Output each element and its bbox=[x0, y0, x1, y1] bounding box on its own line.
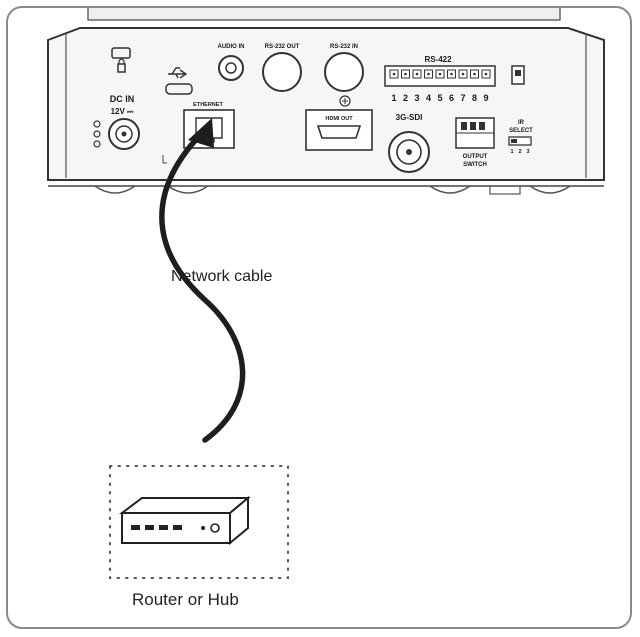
ir-select-label-2: SELECT bbox=[509, 128, 533, 134]
kensington-lock-icon bbox=[111, 47, 131, 73]
rs232-out-label: RS-232 OUT bbox=[265, 44, 300, 50]
dc-polarity-icon bbox=[93, 120, 101, 148]
camera-foot bbox=[529, 185, 571, 194]
ir-select-position-label: 3 bbox=[526, 149, 529, 155]
ethernet-label: ETHERNET bbox=[193, 102, 223, 108]
rs422-pin-label: 4 bbox=[426, 93, 431, 103]
hdmi-out-label: HDMI OUT bbox=[325, 116, 353, 122]
ir-select-position-label: 1 bbox=[510, 149, 513, 155]
network-cable-label: Network cable bbox=[171, 268, 273, 285]
rs422-pin-label: 5 bbox=[437, 93, 442, 103]
rs422-pin-label: 8 bbox=[472, 93, 477, 103]
router-hub-icon bbox=[119, 495, 251, 546]
dc-in-label: DC IN bbox=[110, 94, 135, 104]
ir-select-switch bbox=[508, 136, 532, 146]
ir-select-position-label: 2 bbox=[518, 149, 521, 155]
sdi-label: 3G-SDI bbox=[396, 113, 423, 122]
rs422-pin-label: 7 bbox=[460, 93, 465, 103]
camera-foot bbox=[429, 185, 471, 194]
usb-icon bbox=[168, 67, 188, 79]
usb-port bbox=[165, 83, 193, 95]
rs422-pin-label: 9 bbox=[483, 93, 488, 103]
ir-select-label-1: IR bbox=[518, 120, 525, 126]
dc-voltage-label: 12V ⎓ bbox=[111, 107, 134, 116]
rs422-pin-label: 3 bbox=[414, 93, 419, 103]
output-switch-label-1: OUTPUT bbox=[463, 154, 488, 160]
rs232-in-label: RS-232 IN bbox=[330, 44, 358, 50]
output-switch-label-2: SWITCH bbox=[463, 162, 487, 168]
camera-foot bbox=[94, 185, 136, 194]
router-hub-label: Router or Hub bbox=[132, 590, 239, 609]
rs422-pin-label: 6 bbox=[449, 93, 454, 103]
network-cable bbox=[159, 127, 246, 443]
rs422-label: RS-422 bbox=[424, 55, 452, 64]
rs422-pins bbox=[389, 69, 491, 79]
camera-foot bbox=[167, 185, 209, 194]
rs232-in-port bbox=[324, 52, 364, 92]
cable-arrow-head bbox=[188, 118, 214, 148]
camera-top-rim bbox=[87, 8, 561, 21]
audio-in-label: AUDIO IN bbox=[218, 44, 245, 50]
rs232-out-port bbox=[262, 52, 302, 92]
rs422-pin-label: 2 bbox=[403, 93, 408, 103]
rs422-pin-label: 1 bbox=[391, 93, 396, 103]
